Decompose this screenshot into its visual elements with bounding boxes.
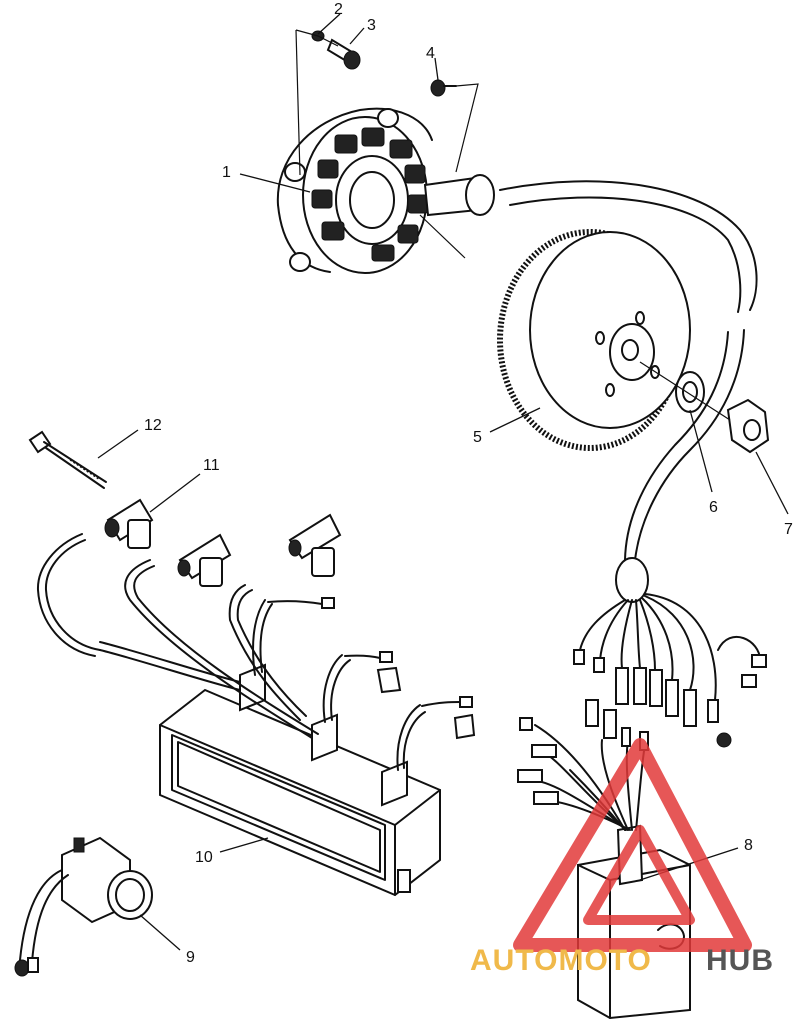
stator-wire-harness bbox=[573, 557, 767, 748]
callout-12: 12 bbox=[144, 417, 162, 434]
callout-2: 2 bbox=[334, 1, 343, 18]
stator-assembly bbox=[276, 107, 495, 274]
screw-part-3 bbox=[326, 38, 361, 70]
callout-5: 5 bbox=[473, 429, 482, 446]
callout-8: 8 bbox=[744, 837, 753, 854]
screw-part-4 bbox=[430, 79, 457, 97]
watermark-logo bbox=[513, 738, 752, 952]
flywheel-part-5 bbox=[497, 229, 691, 451]
callout-1: 1 bbox=[222, 164, 231, 181]
callout-10: 10 bbox=[195, 849, 213, 866]
spacer-part-6 bbox=[675, 371, 705, 413]
callout-9: 9 bbox=[186, 949, 195, 966]
callout-4: 4 bbox=[426, 45, 435, 62]
spark-plug-cap bbox=[177, 533, 232, 587]
nut-part-7 bbox=[726, 398, 770, 454]
spark-plug-cap bbox=[288, 513, 342, 577]
watermark-text-automoto: AUTOMOTO bbox=[470, 944, 652, 977]
callout-7: 7 bbox=[784, 521, 793, 538]
bolt-part-12 bbox=[28, 430, 107, 489]
leader-lines bbox=[97, 13, 789, 951]
solenoid-part-9 bbox=[14, 836, 153, 977]
spark-plug-cap-part-11 bbox=[104, 498, 154, 549]
callout-11: 11 bbox=[203, 457, 220, 474]
callout-6: 6 bbox=[709, 499, 718, 516]
ignition-coil-part-10 bbox=[159, 663, 441, 897]
watermark-text-hub: HUB bbox=[706, 944, 774, 977]
callout-3: 3 bbox=[367, 17, 376, 34]
